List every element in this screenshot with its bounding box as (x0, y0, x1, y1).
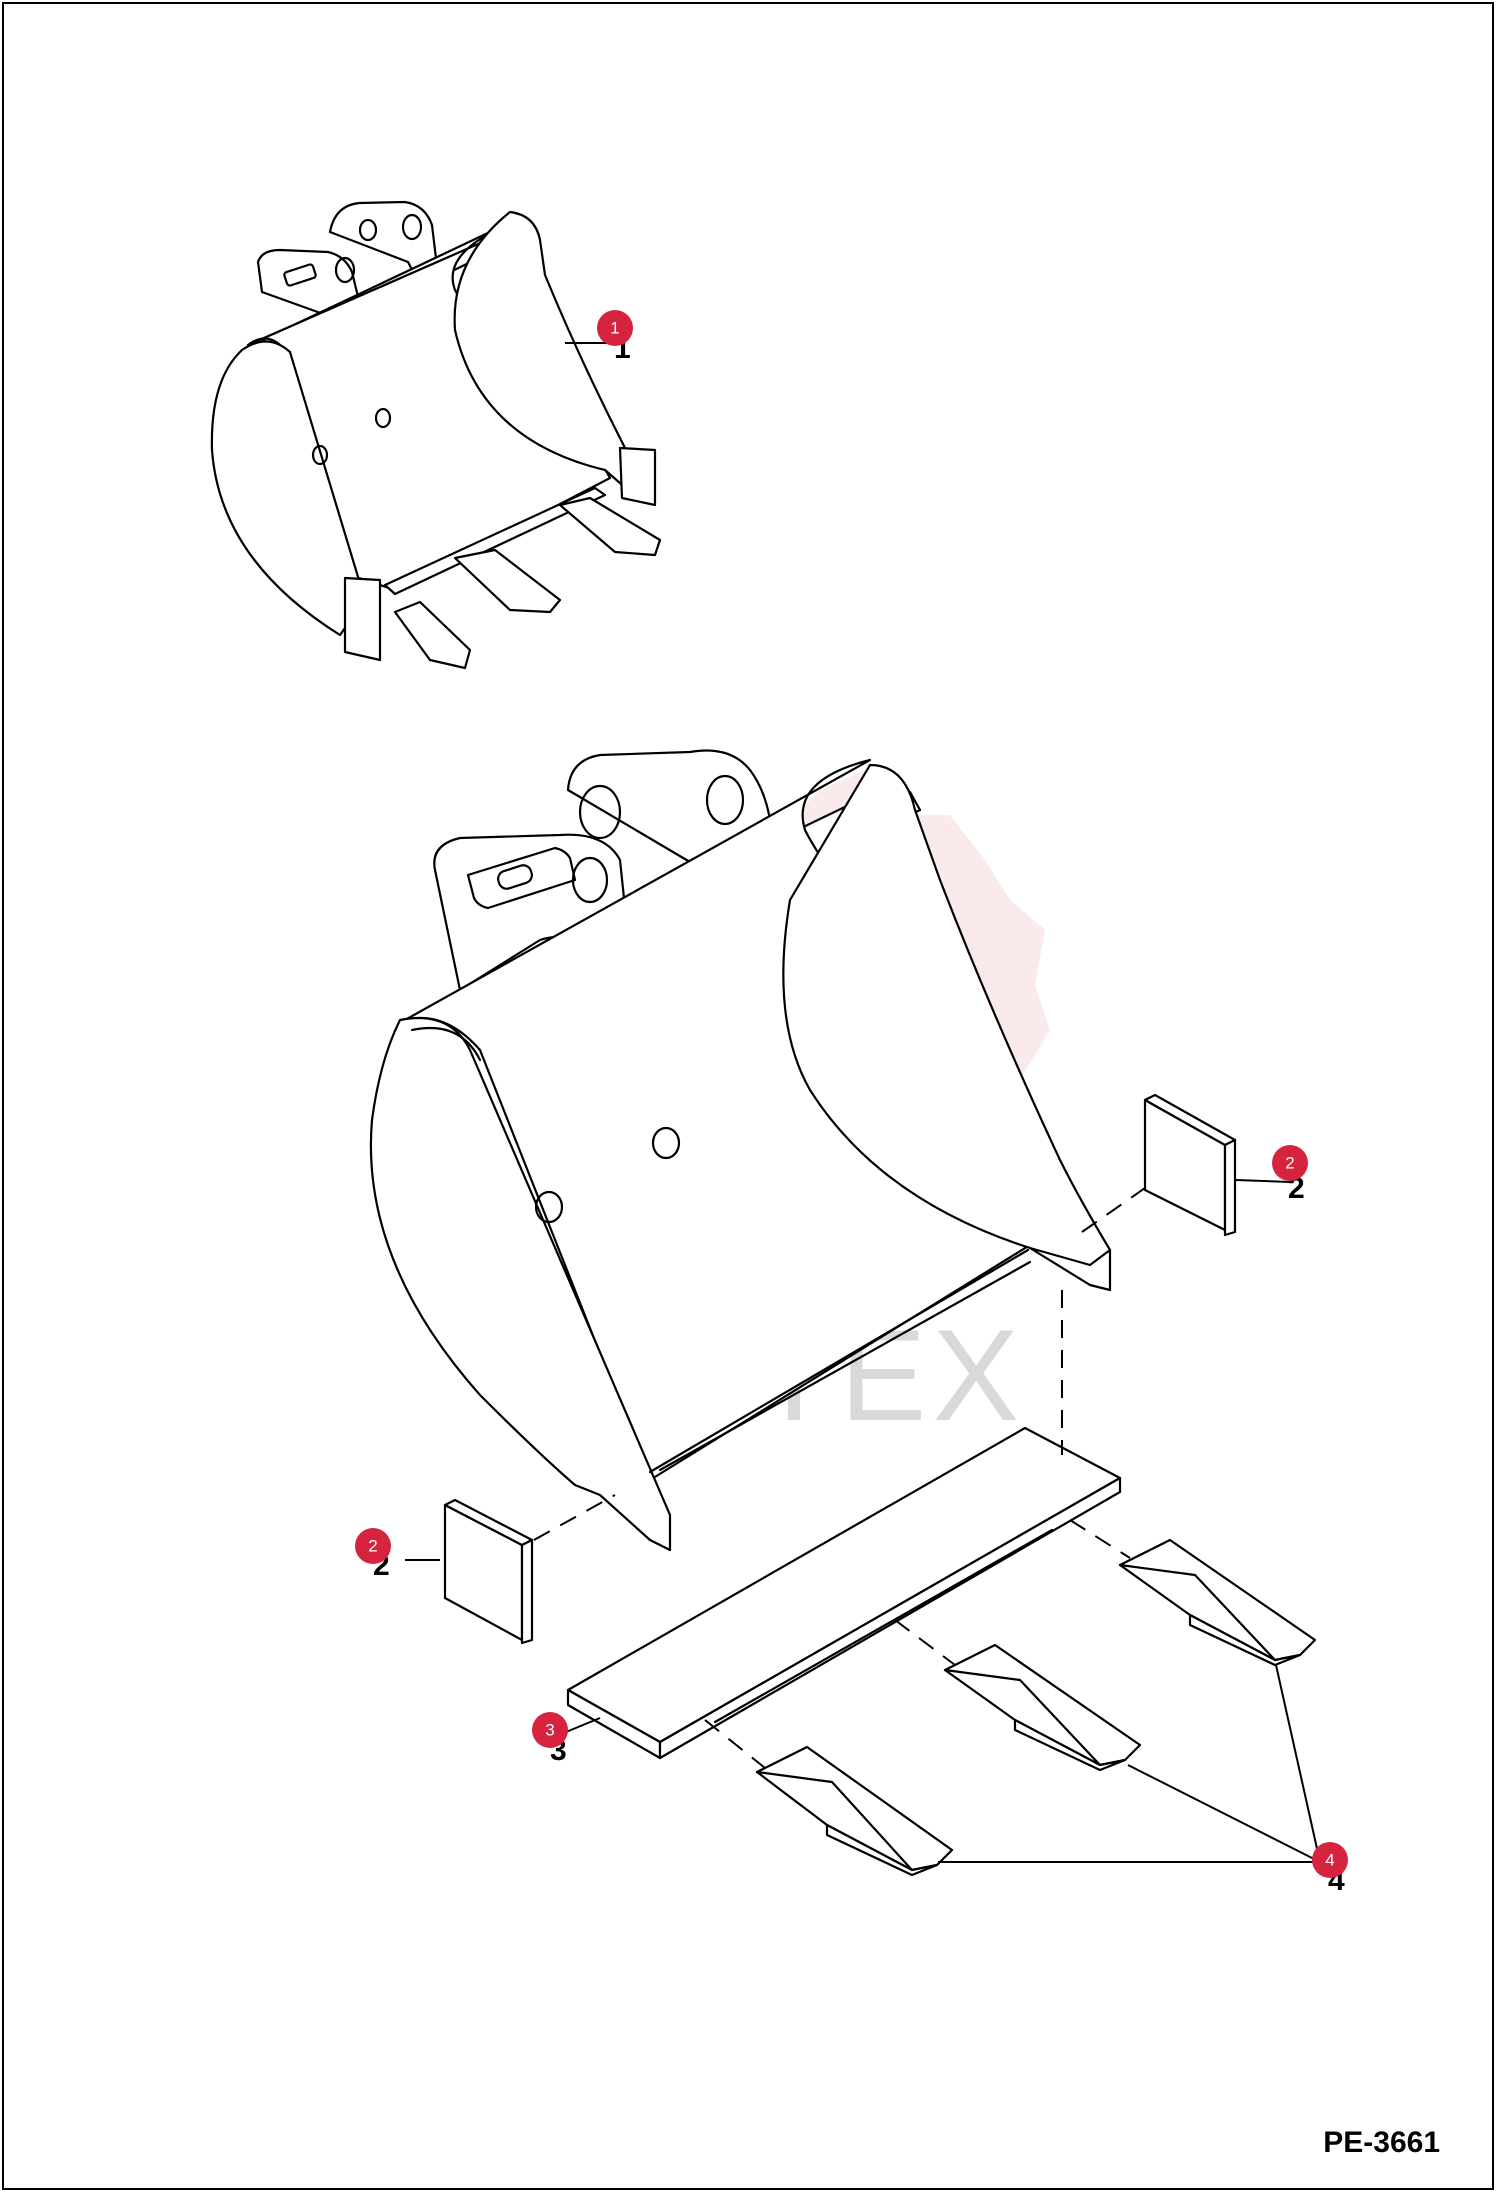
callout-1-number: 1 (610, 319, 619, 338)
cutting-edge (566, 1426, 1122, 1760)
callout-4-number: 4 (1325, 1851, 1334, 1870)
callout-3[interactable]: 3 (532, 1712, 568, 1748)
callout-1[interactable]: 1 (597, 310, 633, 346)
callout-4-circle (1312, 1842, 1348, 1878)
callout-3-number: 3 (545, 1721, 554, 1740)
leader-lines (405, 342, 1321, 1863)
side-cutter-right (1143, 1093, 1237, 1237)
callout-3-circle (532, 1712, 568, 1748)
callout-2-left[interactable]: 2 (355, 1528, 391, 1564)
bucket-assembly-small (210, 200, 662, 670)
callout-2-left-circle (355, 1528, 391, 1564)
tooth-left (755, 1745, 954, 1877)
drawing-code: PE-3661 (1323, 2126, 1440, 2159)
callout-2-right-number: 2 (1285, 1154, 1294, 1173)
callout-2-right-circle (1272, 1145, 1308, 1181)
side-cutter-left (443, 1498, 534, 1645)
bucket-exploded (369, 749, 1112, 1552)
assembly-lines (533, 1187, 1146, 1769)
tooth-middle (943, 1643, 1142, 1772)
tooth-right (1118, 1538, 1317, 1667)
callout-1-circle (597, 310, 633, 346)
callout-2-left-number: 2 (368, 1537, 377, 1556)
callout-4[interactable]: 4 (1312, 1842, 1348, 1878)
callout-2-right[interactable]: 2 (1272, 1145, 1308, 1181)
